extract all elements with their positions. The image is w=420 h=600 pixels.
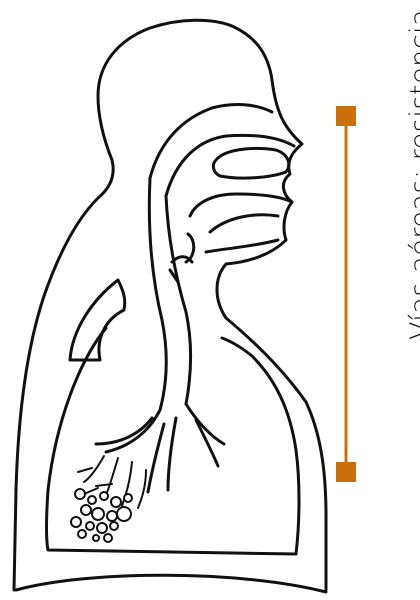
- trachea: [149, 178, 193, 410]
- range-bracket-icon: [336, 106, 356, 482]
- body-outline: [14, 20, 326, 592]
- bronchial-tree: [78, 404, 224, 508]
- airway-resistance-label: Vías aéreas: resistencia: [407, 9, 420, 340]
- nasal-cavity: [150, 105, 294, 252]
- alveoli: [71, 489, 132, 542]
